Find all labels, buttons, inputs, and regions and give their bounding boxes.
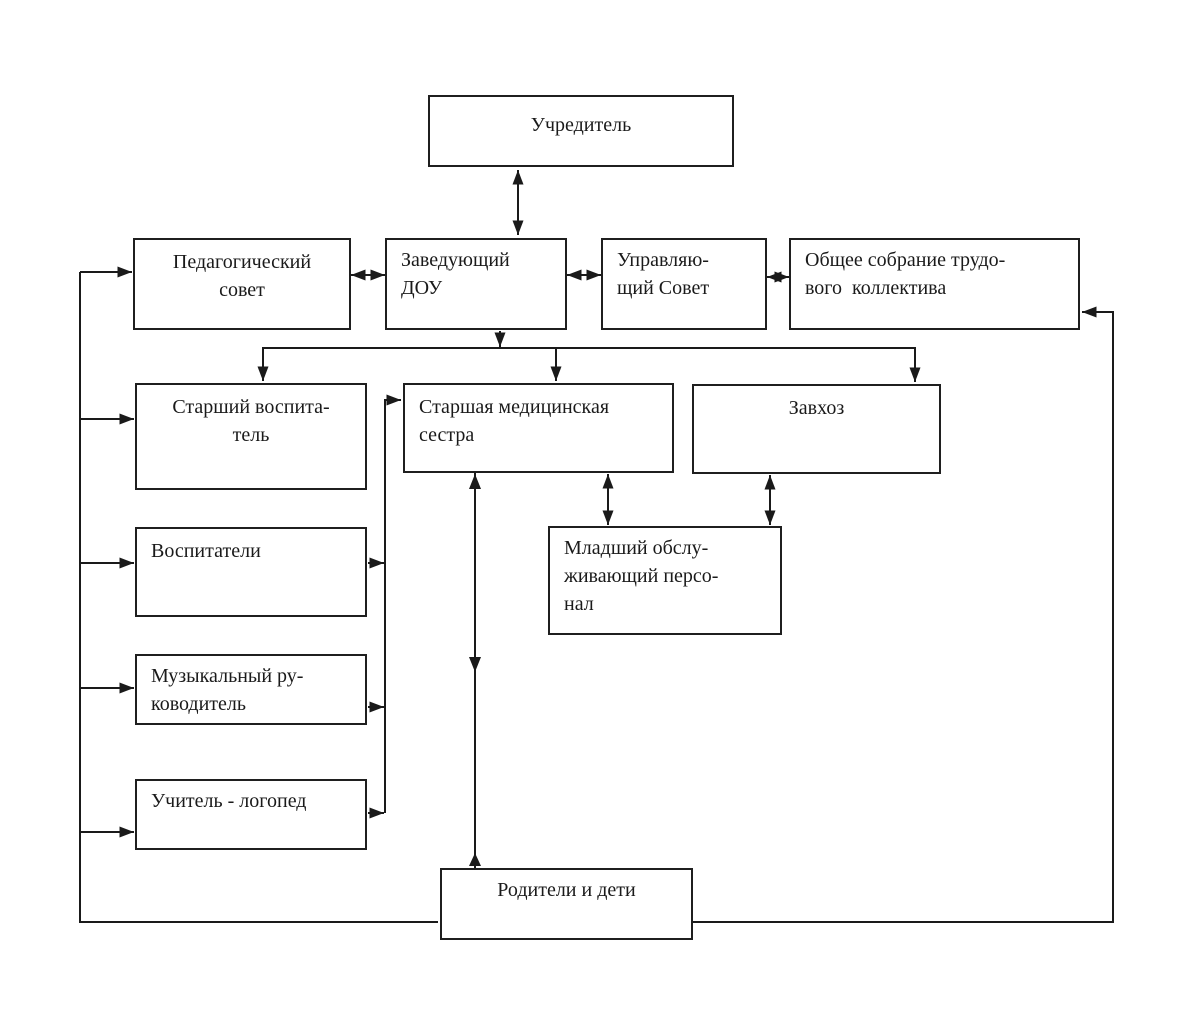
node-founder: Учредитель	[428, 95, 734, 167]
node-supply-manager: Завхоз	[692, 384, 941, 474]
loop-parents-meeting	[693, 306, 1114, 923]
node-head-nurse: Старшая медицинская сестра	[403, 383, 674, 473]
node-junior-staff: Младший обслу- живающий персо- нал	[548, 526, 782, 635]
node-speech-therapist: Учитель - логопед	[135, 779, 367, 850]
nurse-parents-arrowheads	[469, 474, 481, 866]
left-trunk-line	[79, 272, 438, 923]
node-parents-children: Родители и дети	[440, 868, 693, 940]
node-head-of-dou: Заведующий ДОУ	[385, 238, 567, 330]
node-pedagogical-council: Педагогический совет	[133, 238, 351, 330]
node-governing-council: Управляю- щий Совет	[601, 238, 767, 330]
node-educators: Воспитатели	[135, 527, 367, 617]
node-senior-educator: Старший воспита- тель	[135, 383, 367, 490]
node-general-meeting: Общее собрание трудо- вого коллектива	[789, 238, 1080, 330]
collector-line-to-nurse	[384, 394, 401, 813]
node-music-director: Музыкальный ру- ководитель	[135, 654, 367, 725]
